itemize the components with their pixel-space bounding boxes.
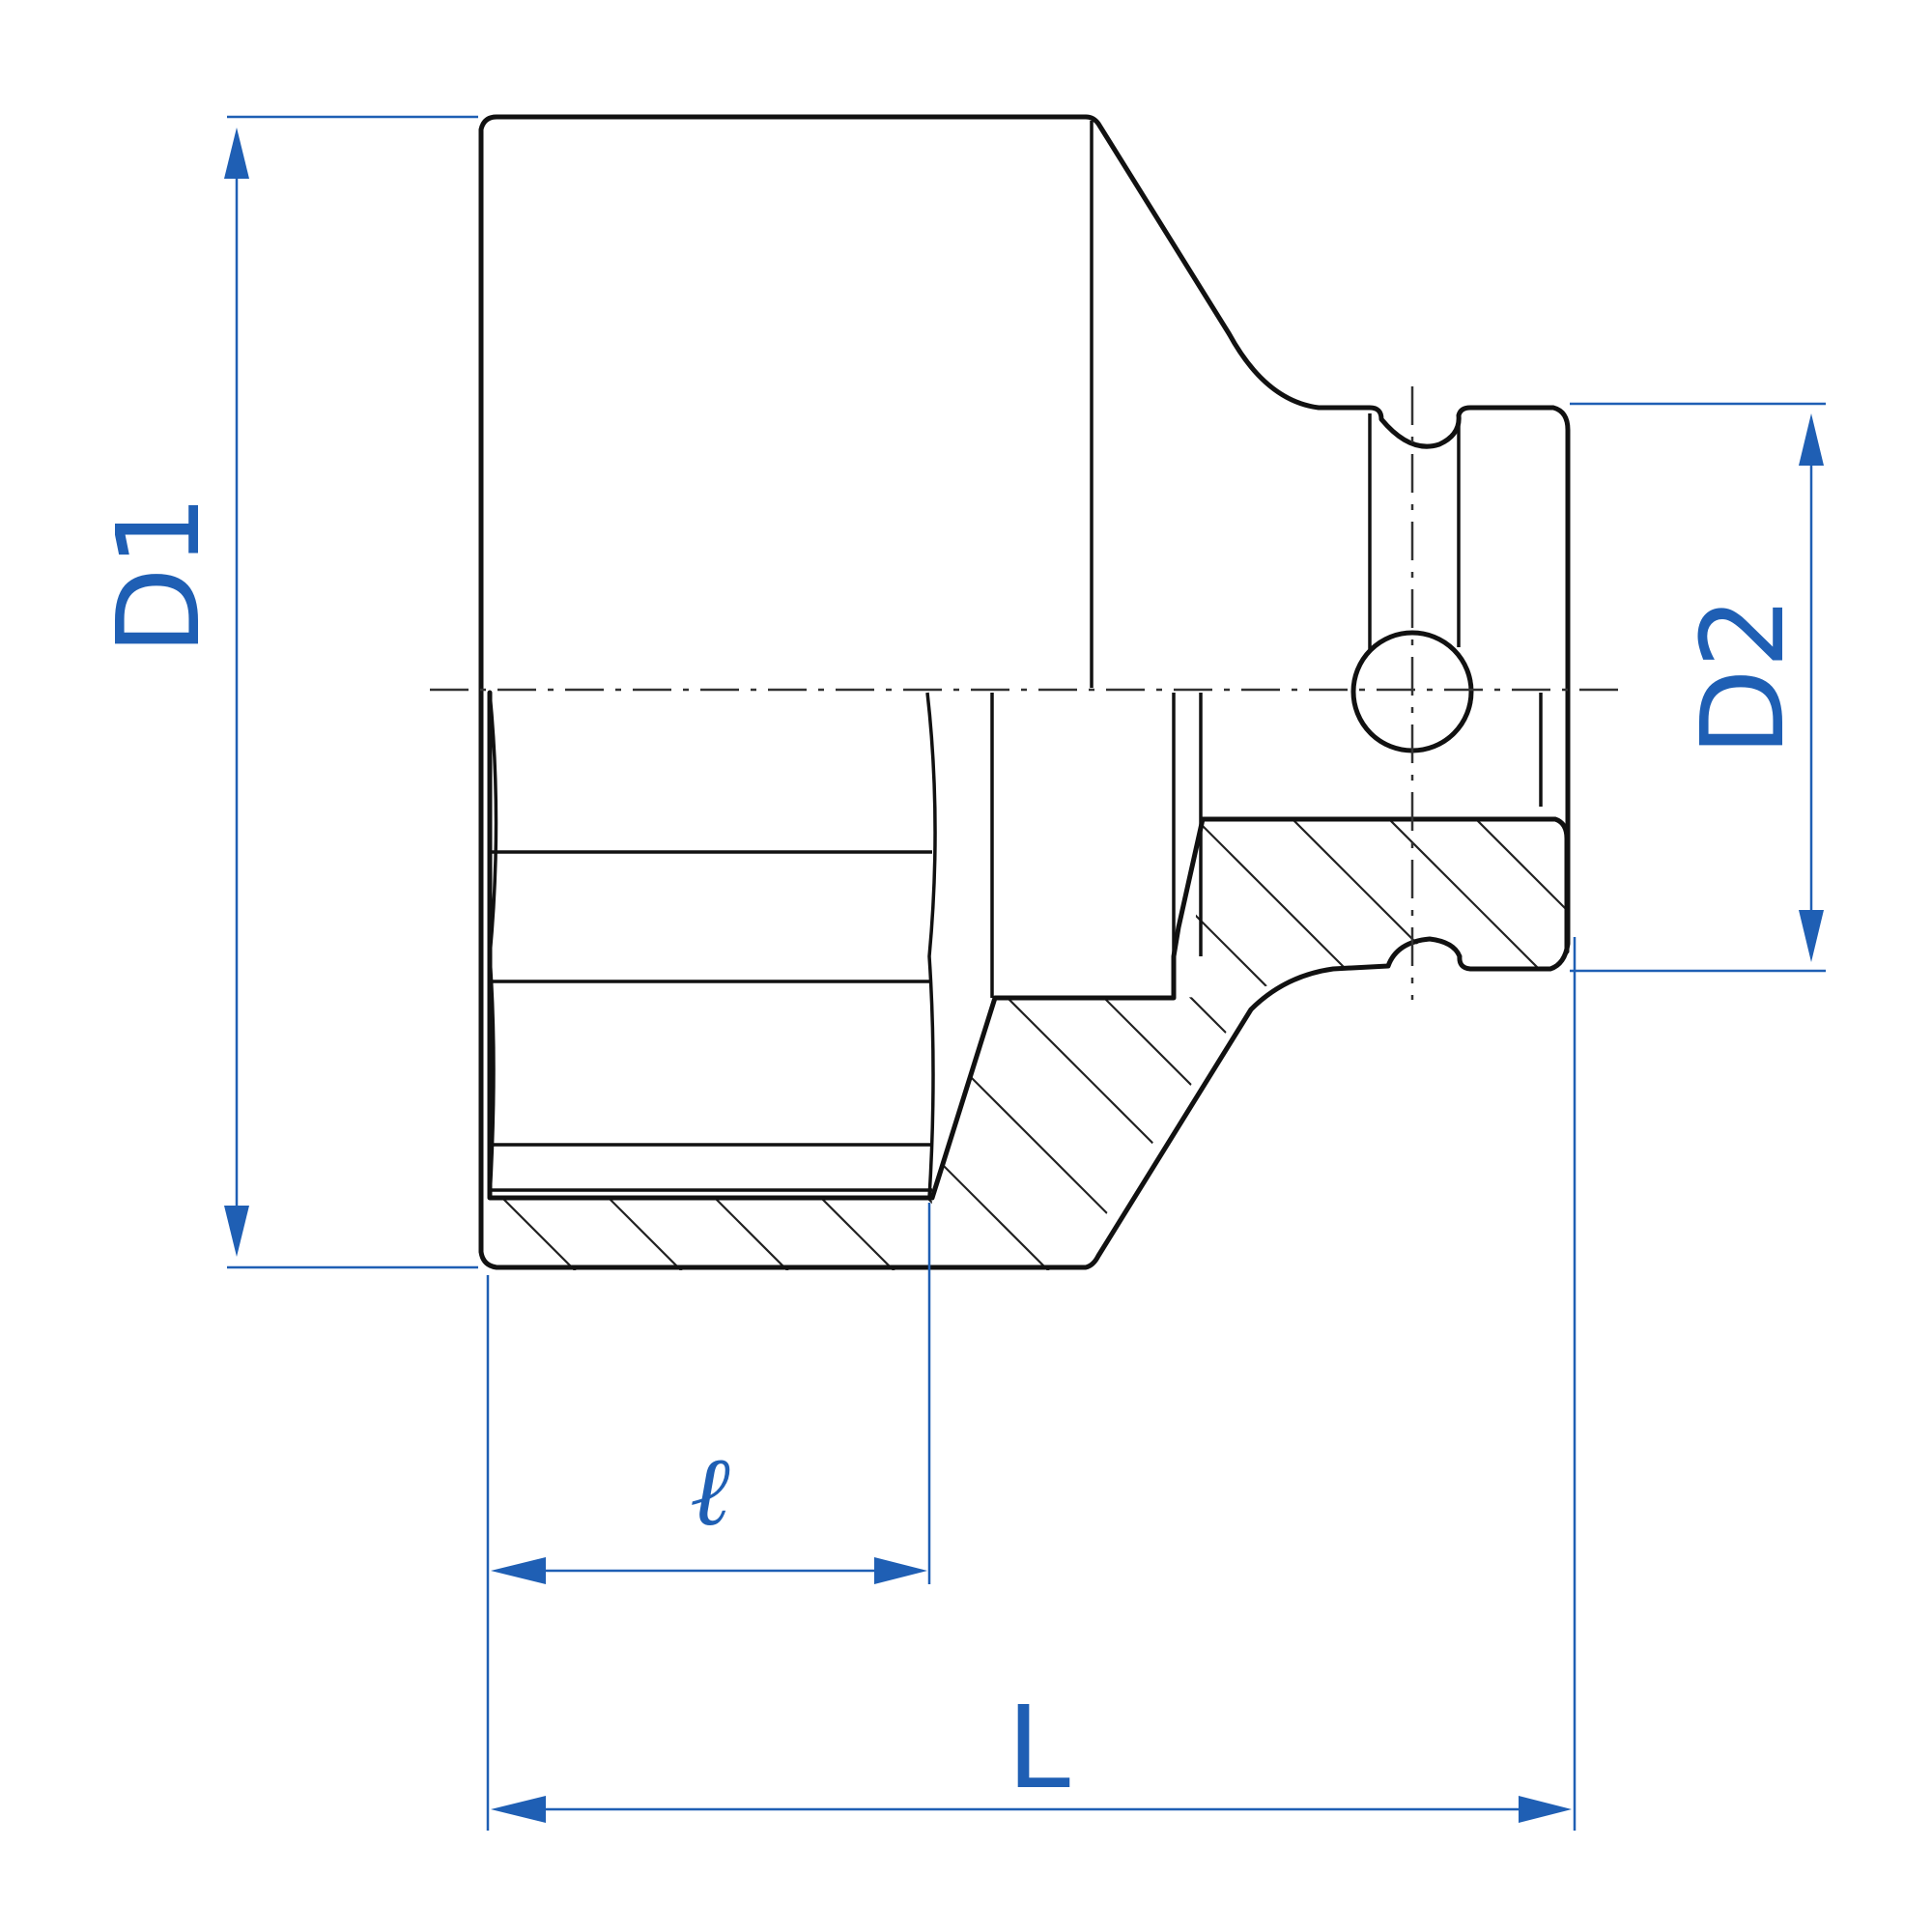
socket-outline [478, 114, 1571, 1270]
l-arrow-right [874, 1557, 927, 1584]
L-arrow-right [1519, 1796, 1572, 1823]
d1-arrow-top [224, 128, 249, 179]
section-hatching [490, 819, 1567, 1270]
length-label: L [1007, 1681, 1070, 1814]
d2-arrow-top [1799, 413, 1824, 466]
d1-arrow-bottom [224, 1206, 249, 1257]
d2-label: D2 [1676, 596, 1809, 756]
d1-label: D1 [92, 495, 225, 655]
L-arrow-left [491, 1796, 546, 1823]
dimension-lines [224, 115, 1826, 1831]
l-arrow-left [491, 1557, 546, 1584]
socket-depth-label: ℓ [690, 1435, 730, 1548]
socket-bore [487, 690, 1570, 1201]
d2-arrow-bottom [1799, 910, 1824, 962]
